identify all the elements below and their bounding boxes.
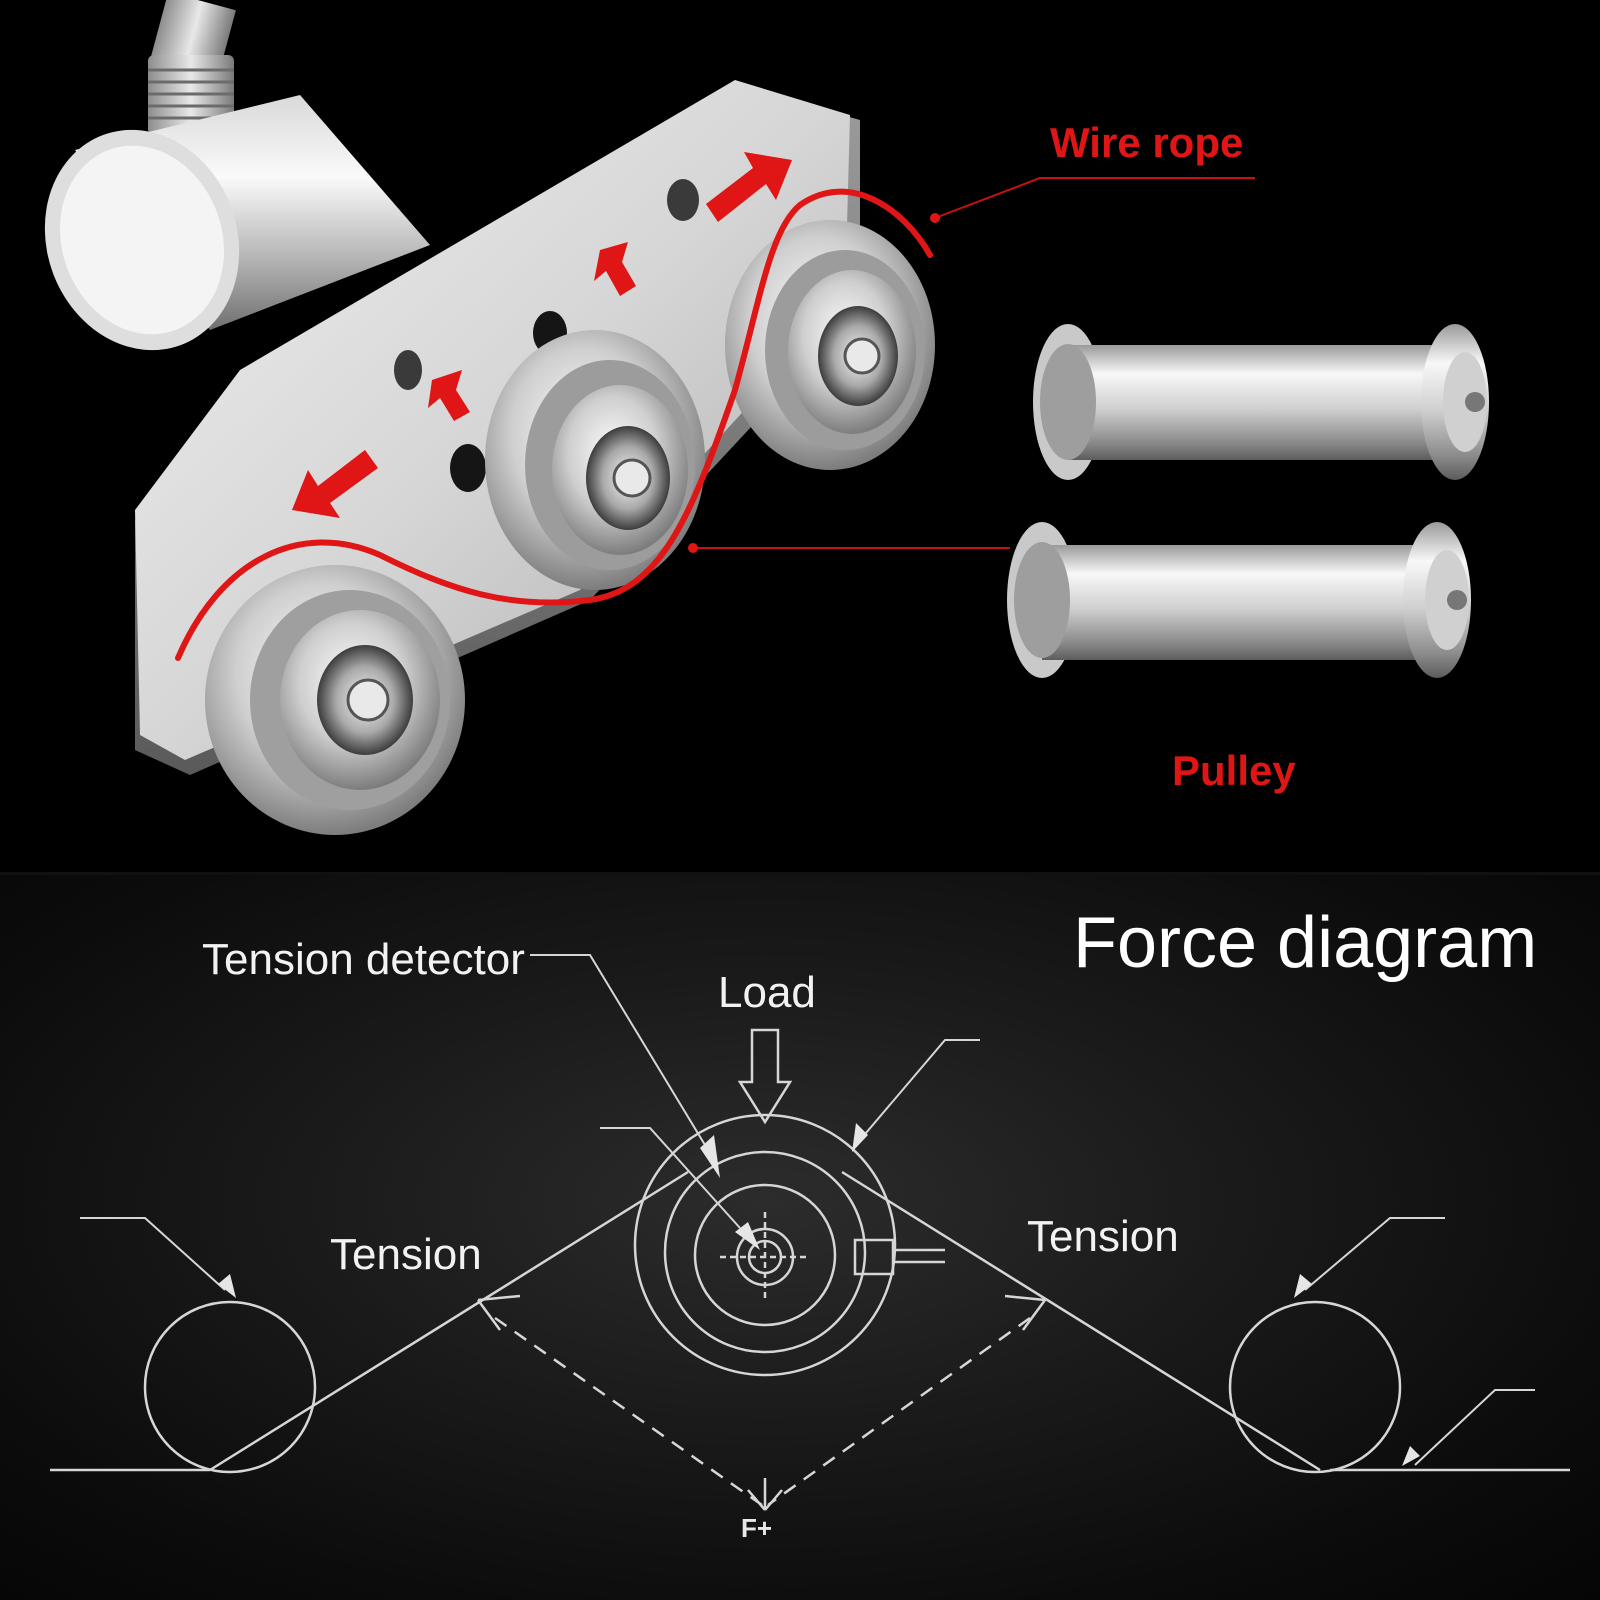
pulley-label: Pulley: [1172, 747, 1296, 794]
wire-rope-label: Wire rope: [1050, 119, 1244, 166]
wire-rope-path: [175, 188, 933, 661]
resultant-dashed-right: [767, 1316, 1031, 1507]
leader-arrowheads: [218, 1123, 1420, 1466]
force-diagram-svg: [50, 954, 1570, 1511]
arrow-up-left: [428, 370, 470, 421]
load-label: Load: [718, 968, 816, 1017]
crosshair: [720, 1212, 810, 1302]
force-diagram-panel: Force diagram Tension detector Load Tens…: [0, 875, 1600, 1600]
product-svg: [44, 0, 1489, 835]
sensor-cylinder: [44, 95, 430, 351]
product-illustration: Wire rope Pulley: [44, 0, 1489, 835]
tension-left-label: Tension: [330, 1230, 482, 1279]
leader-tension-detector: [530, 954, 706, 1146]
sensor-pulley-outer: [633, 1113, 897, 1377]
roller-top: [1033, 324, 1489, 480]
plate-hole: [450, 444, 486, 492]
wheel-middle: [485, 330, 705, 590]
resultant-arrowhead: [747, 1478, 783, 1511]
load-arrow: [737, 1028, 793, 1125]
leader-baseline-right: [1414, 1389, 1535, 1466]
plate-hole: [394, 350, 422, 390]
plate-hole: [667, 179, 699, 221]
roller-left: [143, 1300, 317, 1474]
arrow-up-right: [706, 152, 792, 222]
tension-arrowhead-right: [1004, 1294, 1047, 1331]
leader-right-roller: [1304, 1217, 1445, 1291]
arrow-down-left: [292, 450, 378, 518]
tension-detector-label: Tension detector: [202, 935, 525, 984]
tension-right-label: Tension: [1027, 1212, 1179, 1261]
resultant-dashed-left: [494, 1316, 763, 1507]
leader-hub: [600, 1127, 741, 1229]
roller-right: [1228, 1300, 1402, 1474]
wire-rope-callout: [934, 177, 1255, 219]
roller-bottom: [1007, 522, 1471, 678]
tension-arrowhead-left: [476, 1294, 521, 1331]
sensor-connector: [853, 1238, 895, 1276]
wheel-left: [205, 565, 465, 835]
sensor-cable: [893, 1248, 945, 1264]
sensor-pulley-inner: [693, 1183, 837, 1327]
force-diagram-title: Force diagram: [1073, 903, 1538, 983]
leader-left-roller: [80, 1217, 226, 1291]
callout-dot: [930, 213, 940, 223]
arrow-up-left: [594, 242, 636, 296]
wheel-right: [725, 220, 935, 470]
wire-left: [209, 1170, 689, 1472]
wire-right: [841, 1170, 1321, 1472]
callout-dot: [688, 543, 698, 553]
cable-connector: [148, 0, 236, 135]
leader-pulley-top-right: [859, 1039, 980, 1141]
direction-arrows: [292, 152, 792, 518]
resultant-force-label: F+: [741, 1513, 773, 1543]
sensor-pulley-ring: [663, 1150, 867, 1354]
